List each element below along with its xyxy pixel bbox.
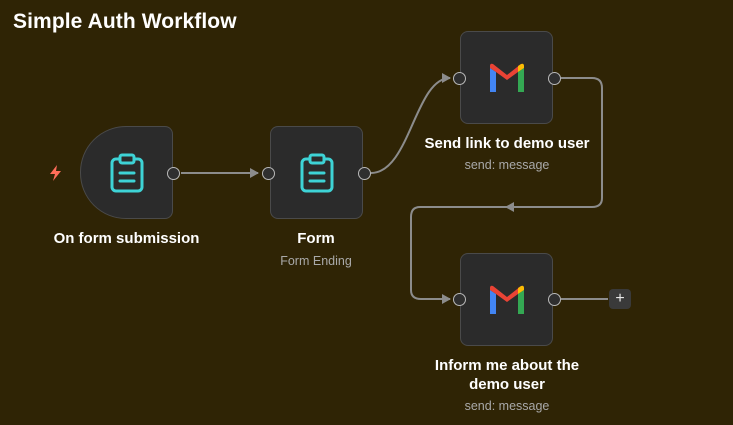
clipboard-icon bbox=[300, 153, 333, 192]
node-label: Send link to demo user bbox=[424, 135, 590, 152]
connection-direction-arrow bbox=[505, 202, 514, 212]
input-handle[interactable] bbox=[453, 293, 466, 306]
add-node-button[interactable]: + bbox=[609, 289, 631, 309]
trigger-bolt-icon bbox=[50, 165, 61, 181]
workflow-title: Simple Auth Workflow bbox=[13, 10, 237, 33]
node-sublabel: send: message bbox=[464, 158, 550, 172]
node-label: Inform me about the demo user bbox=[434, 357, 580, 393]
output-handle[interactable] bbox=[548, 293, 561, 306]
node-sublabel: Form Ending bbox=[280, 254, 352, 268]
node-sublabel: send: message bbox=[464, 399, 550, 413]
connection-form-to-send-link[interactable] bbox=[370, 73, 451, 174]
output-handle[interactable] bbox=[358, 167, 371, 180]
gmail-icon bbox=[489, 63, 524, 92]
node-send-link-to-demo-user[interactable] bbox=[460, 31, 553, 124]
output-handle[interactable] bbox=[167, 167, 180, 180]
node-label: Form bbox=[297, 230, 335, 247]
node-inform-me-about-demo-user[interactable] bbox=[460, 253, 553, 346]
gmail-icon bbox=[489, 285, 524, 314]
output-handle[interactable] bbox=[548, 72, 561, 85]
node-form[interactable] bbox=[270, 126, 363, 219]
input-handle[interactable] bbox=[262, 167, 275, 180]
input-handle[interactable] bbox=[453, 72, 466, 85]
node-label: On form submission bbox=[53, 230, 200, 247]
node-on-form-submission[interactable] bbox=[80, 126, 173, 219]
clipboard-icon bbox=[110, 153, 143, 192]
